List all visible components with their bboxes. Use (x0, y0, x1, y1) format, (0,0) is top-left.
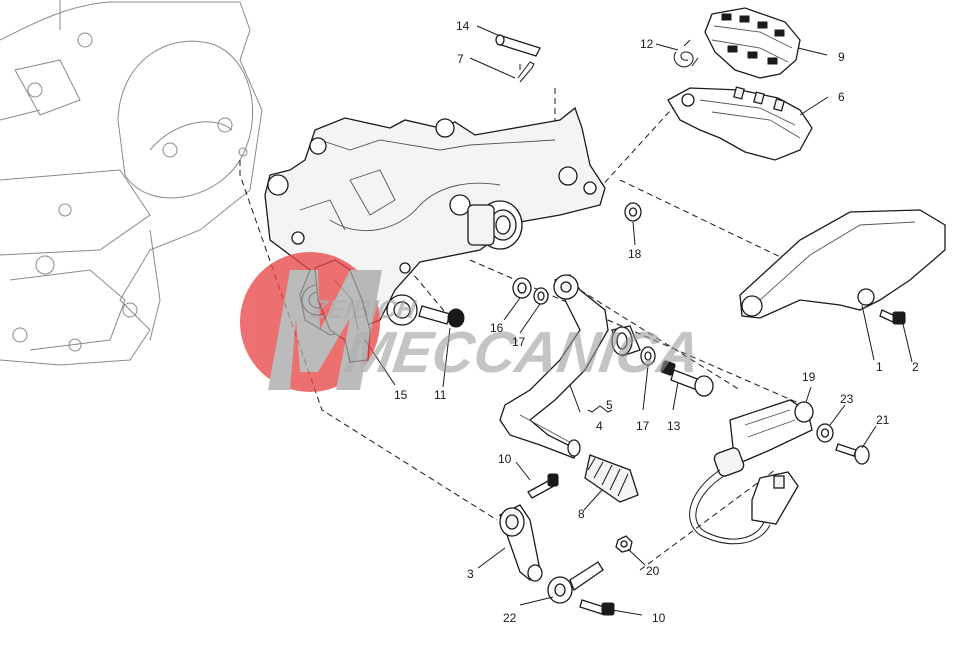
callout-17-right: 17 (636, 419, 650, 433)
callout-21: 21 (876, 413, 890, 427)
callout-8: 8 (578, 507, 585, 521)
split-pin-7 (517, 61, 535, 83)
callout-18: 18 (628, 247, 642, 261)
nut-20 (615, 535, 633, 553)
callout-1: 1 (876, 360, 883, 374)
heel-guard-1 (739, 209, 946, 319)
brake-light-switch-19 (689, 399, 814, 545)
watermark-logo: ZEIBICH MECCANICA (240, 252, 704, 392)
callout-leaders (364, 25, 913, 616)
callout-7: 7 (457, 52, 464, 66)
callout-15: 15 (394, 388, 408, 402)
pivot-bolt-13 (660, 360, 714, 397)
callout-numbers: 1 2 3 4 5 6 7 8 9 10 10 11 12 13 14 15 1… (394, 19, 919, 625)
callout-11: 11 (434, 388, 447, 402)
callout-13: 13 (667, 419, 681, 433)
washers-16-17 (512, 277, 549, 305)
spring-12 (673, 39, 699, 68)
linkage-rod-3 (499, 504, 543, 582)
pin-14 (495, 34, 541, 57)
watermark-line1: ZEIBICH (308, 294, 418, 324)
callout-16: 16 (490, 321, 504, 335)
washer-17 (640, 346, 656, 366)
screw-2 (879, 309, 906, 325)
callout-4: 4 (596, 419, 603, 433)
callout-20: 20 (646, 564, 660, 578)
callout-14: 14 (456, 19, 470, 33)
bushing-5 (611, 325, 641, 357)
callout-19: 19 (802, 370, 816, 384)
watermark-letter-m (268, 270, 382, 390)
washer-18 (624, 202, 642, 222)
callout-3: 3 (467, 567, 474, 581)
callout-5: 5 (606, 398, 613, 412)
callout-6: 6 (838, 90, 845, 104)
callout-22: 22 (503, 611, 517, 625)
footpeg-6 (667, 86, 813, 161)
callout-10-lower: 10 (652, 611, 666, 625)
callout-12: 12 (640, 37, 654, 51)
ball-joint-22 (547, 561, 604, 604)
callout-9: 9 (838, 50, 845, 64)
screw-21 (835, 443, 870, 465)
brake-lever-4 (499, 274, 609, 459)
washer-23 (816, 423, 834, 443)
screw-10-lower (579, 599, 615, 616)
callout-10-upper: 10 (498, 452, 512, 466)
screw-11 (418, 305, 465, 328)
screw-10-upper (527, 473, 559, 499)
footpeg-rubber-9 (704, 7, 801, 79)
lever-rubber-8 (584, 454, 639, 503)
engine-case-drawing (0, 0, 263, 366)
watermark-line2: MECCANICA (341, 320, 704, 385)
callout-2: 2 (912, 360, 919, 374)
callout-17-left: 17 (512, 335, 526, 349)
callout-23: 23 (840, 392, 854, 406)
